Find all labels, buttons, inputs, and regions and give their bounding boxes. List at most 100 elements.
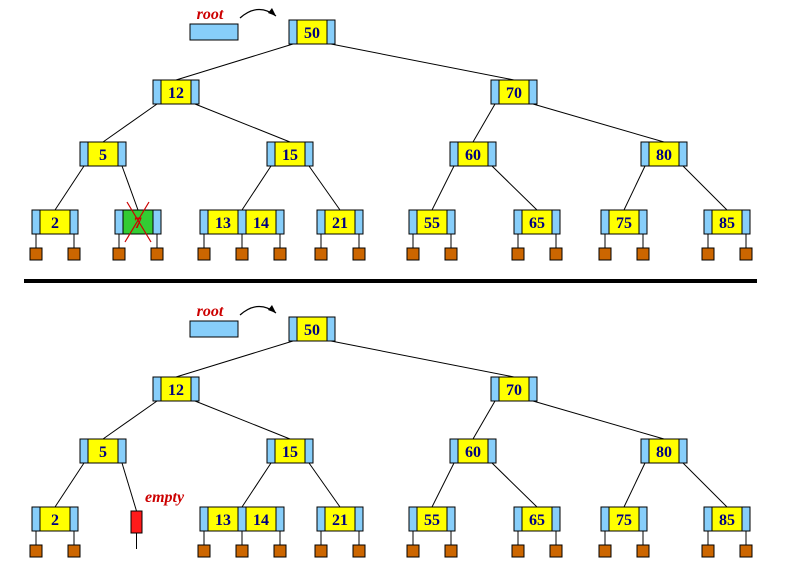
tree-edge: [175, 340, 294, 378]
key-label: 5: [99, 147, 107, 164]
tree-edge: [175, 43, 294, 81]
key-label: 12: [168, 382, 184, 399]
internal-node-l2: 80: [640, 438, 688, 464]
pointer-slot: [190, 376, 200, 402]
key-label: 55: [424, 215, 440, 232]
pointer-slot: [487, 438, 497, 464]
pointer-slot: [513, 209, 523, 235]
key-label: 14: [253, 215, 269, 232]
pointer-slot: [638, 209, 648, 235]
tree-edge: [330, 43, 515, 81]
tree-edge: [472, 103, 496, 143]
root-pointer-box: [189, 23, 239, 41]
key-cell: [457, 438, 489, 464]
null-child-box: [444, 247, 458, 261]
pointer-slot: [600, 209, 610, 235]
null-child-box: [701, 544, 715, 558]
root-arrow-head: [268, 8, 276, 16]
pointer-slot: [449, 141, 459, 167]
pointer-slot: [638, 506, 648, 532]
key-cell: [608, 209, 640, 235]
null-child-box: [406, 544, 420, 558]
null-child-box: [112, 247, 126, 261]
leaf-node: 55: [406, 506, 458, 558]
null-child-box: [197, 544, 211, 558]
internal-node-l1: 70: [490, 376, 538, 402]
deleted-leaf: 7: [112, 201, 164, 261]
key-cell: [245, 506, 277, 532]
empty-leaf: empty: [130, 489, 185, 549]
pointer-slot: [152, 376, 162, 402]
pointer-slot: [703, 506, 713, 532]
null-child-box: [197, 247, 211, 261]
null-child-box: [67, 247, 81, 261]
pointer-slot: [513, 506, 523, 532]
key-label: 70: [506, 382, 522, 399]
pointer-slot: [354, 209, 364, 235]
pointer-slot: [326, 316, 336, 342]
null-child-box: [406, 247, 420, 261]
key-label: 5: [99, 444, 107, 461]
key-label: 21: [332, 512, 348, 529]
pointer-slot: [190, 79, 200, 105]
tree-edge: [194, 400, 291, 440]
key-label: 75: [616, 215, 632, 232]
key-label: 2: [51, 512, 59, 529]
pointer-slot: [449, 438, 459, 464]
pointer-slot: [446, 506, 456, 532]
key-cell: [521, 209, 553, 235]
key-cell: [39, 506, 71, 532]
pointer-slot: [152, 79, 162, 105]
tree-edge: [472, 400, 496, 440]
null-child-box: [314, 544, 328, 558]
pointer-slot: [490, 376, 500, 402]
tree-edge: [491, 462, 538, 508]
pointer-slot: [304, 141, 314, 167]
key-label: 2: [51, 215, 59, 232]
leaf-node: 21: [314, 506, 366, 558]
tree-edge: [491, 165, 538, 211]
tree-edge: [121, 165, 139, 211]
key-label: 13: [215, 215, 231, 232]
tree-edge: [54, 165, 85, 211]
null-child-box: [636, 247, 650, 261]
leaf-node: 21: [314, 209, 366, 261]
tree-edge: [431, 165, 455, 211]
tree-edge: [54, 462, 85, 508]
pointer-slot: [741, 209, 751, 235]
tree-edge: [532, 400, 665, 440]
key-label: 50: [304, 322, 320, 339]
pointer-slot: [79, 141, 89, 167]
null-child-box: [352, 247, 366, 261]
leaf-node: 13 14: [197, 209, 287, 261]
pointer-slot: [152, 209, 162, 235]
null-child-box: [314, 247, 328, 261]
pointer-slot: [275, 209, 285, 235]
pointer-slot: [288, 316, 298, 342]
key-cell: [711, 209, 743, 235]
root-node: 50: [288, 19, 336, 45]
null-child-box: [511, 544, 525, 558]
tree-edge: [102, 103, 158, 143]
pointer-slot: [117, 141, 127, 167]
pointer-slot: [31, 506, 41, 532]
null-child-box: [739, 544, 753, 558]
key-cell: [245, 209, 277, 235]
internal-node-l1: 12: [152, 79, 200, 105]
tree-edge: [102, 400, 158, 440]
null-child-box: [511, 247, 525, 261]
key-label: 60: [465, 444, 481, 461]
leaf-node: 75: [598, 209, 650, 261]
pointer-slot: [408, 506, 418, 532]
null-child-box: [549, 544, 563, 558]
tree-edge: [121, 462, 137, 512]
pointer-slot: [117, 438, 127, 464]
key-label: 50: [304, 25, 320, 42]
null-child-box: [273, 544, 287, 558]
tree-edge: [308, 165, 341, 211]
delete-cross-line: [126, 201, 152, 243]
pointer-slot: [326, 19, 336, 45]
leaf-node: 55: [406, 209, 458, 261]
